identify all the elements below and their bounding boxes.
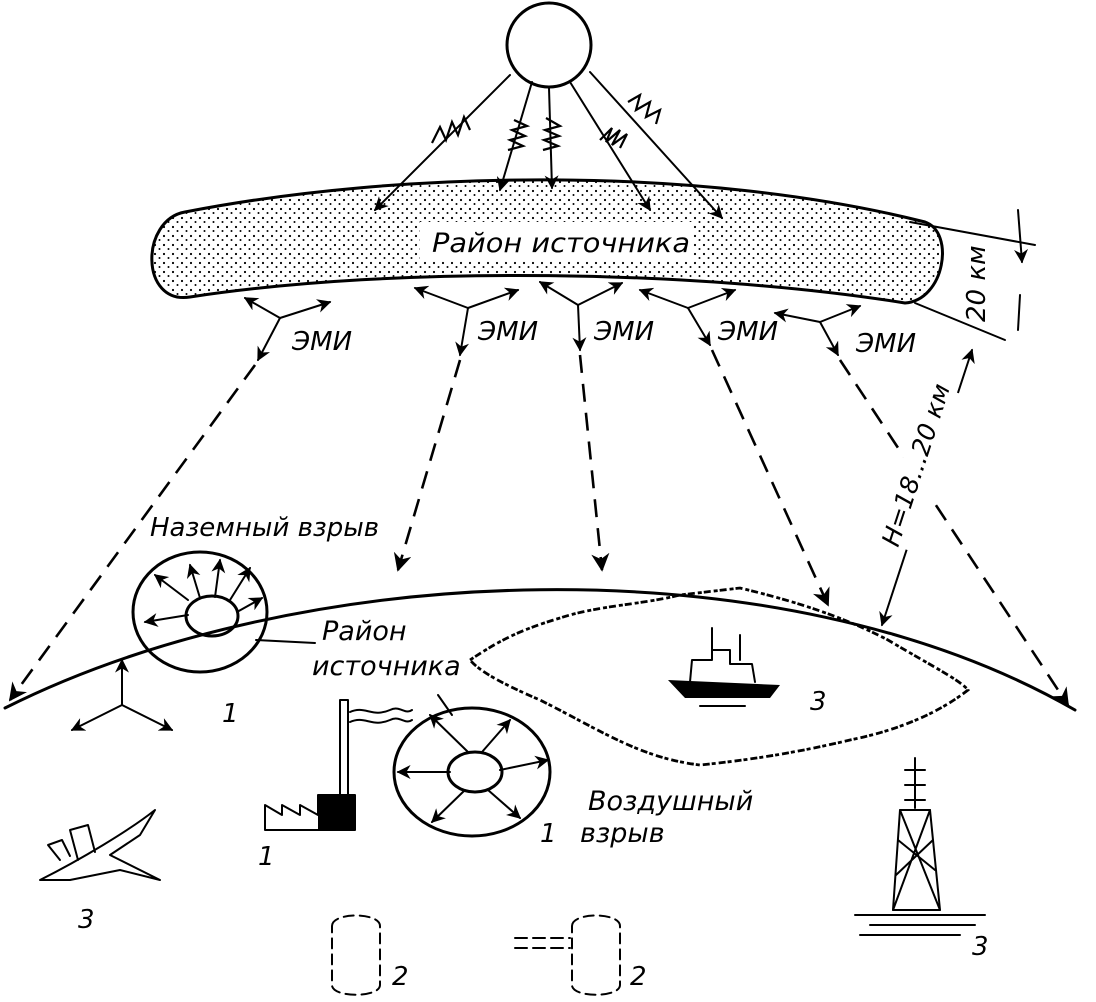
ground-burst-number: 1 [222, 699, 239, 729]
emp-group-4: ЭМИ [638, 287, 778, 347]
cable-icon-1: 2 [331, 914, 409, 996]
radio-tower-icon: 3 [854, 757, 989, 962]
factory-number: 1 [258, 842, 275, 872]
ship-icon: 3 [668, 627, 827, 717]
air-burst: Воздушный взрыв 1 [392, 694, 753, 849]
burst-point-icon [505, 1, 593, 89]
air-burst-label-line1: Воздушный [588, 786, 753, 817]
radiation-arrow [496, 81, 533, 192]
emp-label-1: ЭМИ [291, 327, 352, 357]
aircraft-icon: 3 [39, 809, 161, 935]
emp-label-3: ЭМИ [593, 317, 654, 347]
emp-group-3: ЭМИ [538, 281, 654, 352]
emp-label-4: ЭМИ [717, 317, 778, 347]
emp-group-5: ЭМИ [773, 304, 916, 359]
sea-region [467, 586, 970, 767]
cable-number-2: 2 [630, 962, 647, 992]
axis-cross-icon [70, 658, 174, 731]
emp-group-2: ЭМИ [413, 285, 538, 357]
emp-ray [393, 359, 462, 572]
emp-group-1: ЭМИ [243, 297, 352, 362]
emp-ray [710, 349, 830, 607]
emp-ray [578, 354, 610, 572]
aircraft-number: 3 [78, 905, 95, 935]
emp-label-2: ЭМИ [477, 317, 538, 347]
emp-ray [8, 364, 257, 702]
source-region-label: Район источника [432, 228, 690, 259]
dimension-height: H=18...20 км [876, 348, 975, 627]
ground-source-label-line2: источника [312, 651, 461, 682]
air-burst-number: 1 [540, 819, 557, 849]
dimension-20km-label: 20 км [962, 245, 992, 322]
ground-source-label-line1: Район [322, 616, 407, 647]
ground-burst: Наземный взрыв 1 [131, 513, 379, 729]
factory-icon: 1 [258, 699, 413, 872]
cable-icon-2: 2 [514, 914, 647, 996]
dimension-20km: 20 км [909, 209, 1036, 341]
air-burst-label-line2: взрыв [580, 818, 665, 849]
radio-tower-number: 3 [972, 932, 989, 962]
earth-surface [3, 588, 1077, 712]
emp-label-5: ЭМИ [855, 329, 916, 359]
ship-number: 3 [810, 687, 827, 717]
cable-number-1: 2 [392, 962, 409, 992]
ground-burst-label: Наземный взрыв [150, 513, 379, 543]
